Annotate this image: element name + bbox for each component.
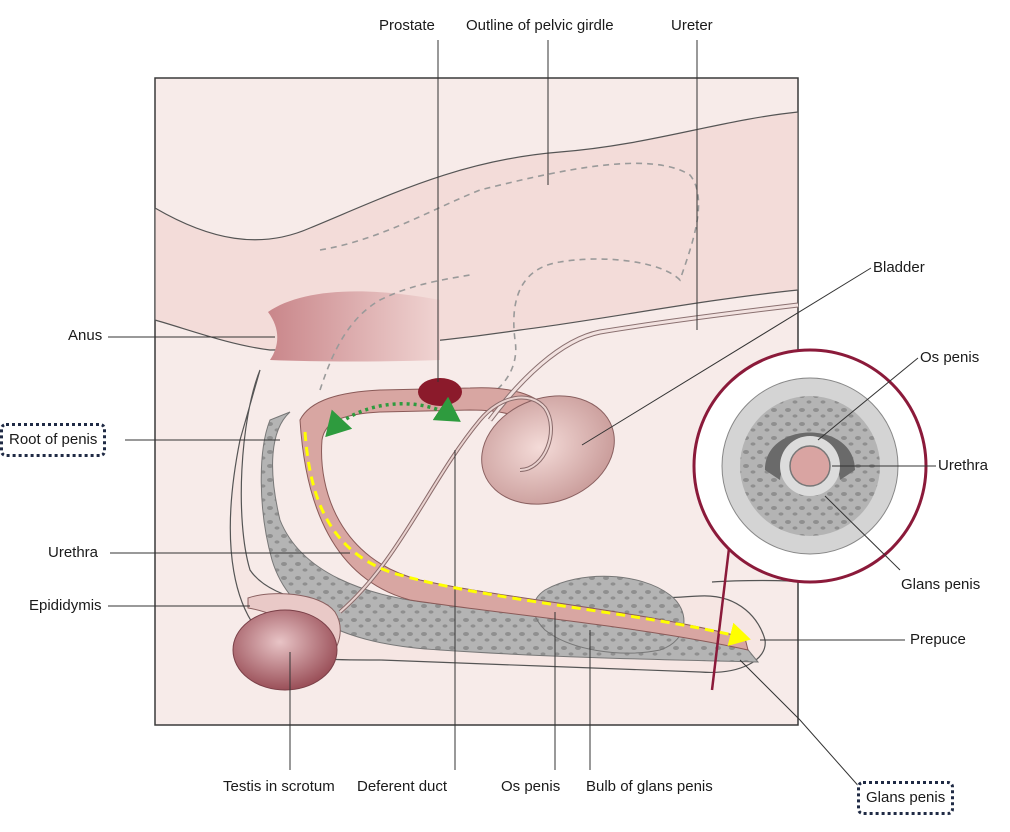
cross-section-line [710, 539, 732, 691]
label-anus: Anus [68, 327, 103, 344]
green-path-arrow [325, 396, 461, 438]
anus-shape [268, 291, 440, 362]
penis-body [260, 411, 760, 663]
label-os-penis-inset: Os penis [920, 349, 980, 366]
label-prepuce: Prepuce [910, 631, 966, 648]
yellow-path-arrow [303, 431, 751, 647]
inset-urethra [789, 445, 831, 487]
label-urethra: Urethra [48, 544, 99, 561]
label-urethra-inset: Urethra [938, 457, 989, 474]
label-glans-penis-inset: Glans penis [901, 576, 981, 593]
prostate-gland [418, 378, 462, 406]
label-glans-penis-bottom: Glans penis [857, 781, 955, 815]
label-bladder: Bladder [873, 259, 925, 276]
label-deferent-duct: Deferent duct [357, 778, 448, 795]
label-bulb: Bulb of glans penis [586, 778, 713, 795]
leader-lines [108, 40, 936, 791]
label-prostate: Prostate [379, 17, 435, 34]
label-os-penis: Os penis [501, 778, 561, 795]
testis-organ [232, 609, 338, 691]
label-root-of-penis: Root of penis [0, 423, 107, 457]
label-pelvic-girdle: Outline of pelvic girdle [466, 17, 614, 34]
label-testis: Testis in scrotum [223, 778, 335, 795]
pelvic-girdle-outline [319, 162, 700, 406]
label-epididymis: Epididymis [29, 597, 102, 614]
label-ureter: Ureter [671, 17, 713, 34]
